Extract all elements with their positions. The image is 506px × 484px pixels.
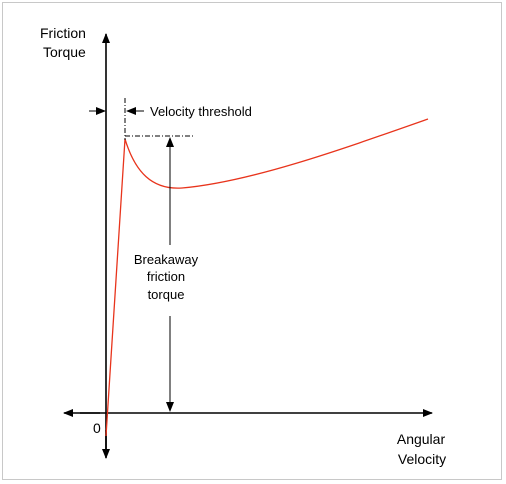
origin-label: 0 [93, 420, 101, 436]
y-axis-label-line1: Friction [40, 25, 86, 41]
friction-curve [105, 118, 429, 437]
x-axis-label-line1: Angular [397, 431, 446, 447]
x-axis-label-line2: Velocity [398, 451, 446, 467]
breakaway-label-line3: torque [148, 287, 185, 302]
breakaway-label-line2: friction [147, 269, 185, 284]
diagram-frame [2, 2, 502, 480]
y-axis-label-line2: Torque [43, 44, 86, 60]
breakaway-label-line1: Breakaway [134, 252, 199, 267]
velocity-threshold-label: Velocity threshold [150, 104, 252, 119]
